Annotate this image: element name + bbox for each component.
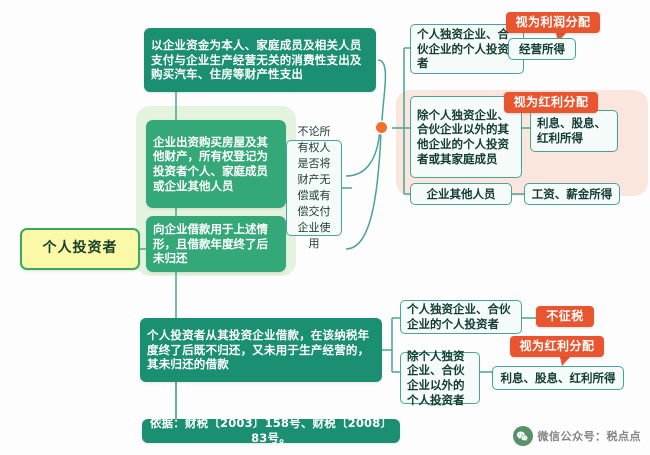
tag-dividend-distribution-upper[interactable]: 视为红利分配 <box>504 92 598 113</box>
subject-box-5[interactable]: 除个人独资企业、合伙企业以外的个人投资者 <box>400 349 480 407</box>
footnote-legal-basis[interactable]: 依据：财税〔2003〕158号、财税〔2008〕83号。 <box>142 416 400 445</box>
income-box-5[interactable]: 利息、股息、红利所得 <box>492 366 624 390</box>
tag-profit-distribution[interactable]: 视为利润分配 <box>506 12 600 33</box>
root-node-individual-investor[interactable]: 个人投资者 <box>20 228 140 270</box>
subject-box-3[interactable]: 企业其他人员 <box>410 183 512 205</box>
subject-box-4[interactable]: 个人独资企业、合伙企业的个人投资者 <box>400 300 522 334</box>
junction-dot <box>376 122 387 133</box>
condition-box-2[interactable]: 企业出资购买房屋及其他财产，所有权登记为投资者个人、家庭成员或企业其他人员 <box>146 120 286 208</box>
tag-dividend-distribution-lower[interactable]: 视为红利分配 <box>510 336 604 357</box>
condition-box-1[interactable]: 以企业资金为本人、家庭成员及相关人员支付与企业生产经营无关的消费性支出及购买汽车… <box>144 28 376 92</box>
watermark: 微信公众号：税点点 <box>512 426 642 446</box>
income-box-1[interactable]: 经营所得 <box>508 38 576 60</box>
income-box-2[interactable]: 利息、股息、红利所得 <box>530 110 618 152</box>
subject-box-1[interactable]: 个人独资企业、合伙企业的个人投资者 <box>410 24 524 74</box>
income-box-3[interactable]: 工资、薪金所得 <box>524 183 620 205</box>
condition-box-loan[interactable]: 个人投资者从其投资企业借款，在该纳税年度终了后既不归还，又未用于生产经营的，其未… <box>140 318 382 382</box>
tag-not-taxed[interactable]: 不征税 <box>536 306 594 327</box>
note-box-ownership[interactable]: 不论所有权人是否将财产无偿或有偿交付企业使用 <box>286 125 342 250</box>
condition-box-3[interactable]: 向企业借款用于上述情形，且借款年度终了后未归还 <box>146 216 286 272</box>
wechat-logo-icon <box>512 426 533 446</box>
subject-box-2[interactable]: 除个人独资企业、合伙企业以外的其他企业的个人投资者或其家庭成员 <box>410 96 522 178</box>
watermark-text: 微信公众号：税点点 <box>537 430 641 443</box>
